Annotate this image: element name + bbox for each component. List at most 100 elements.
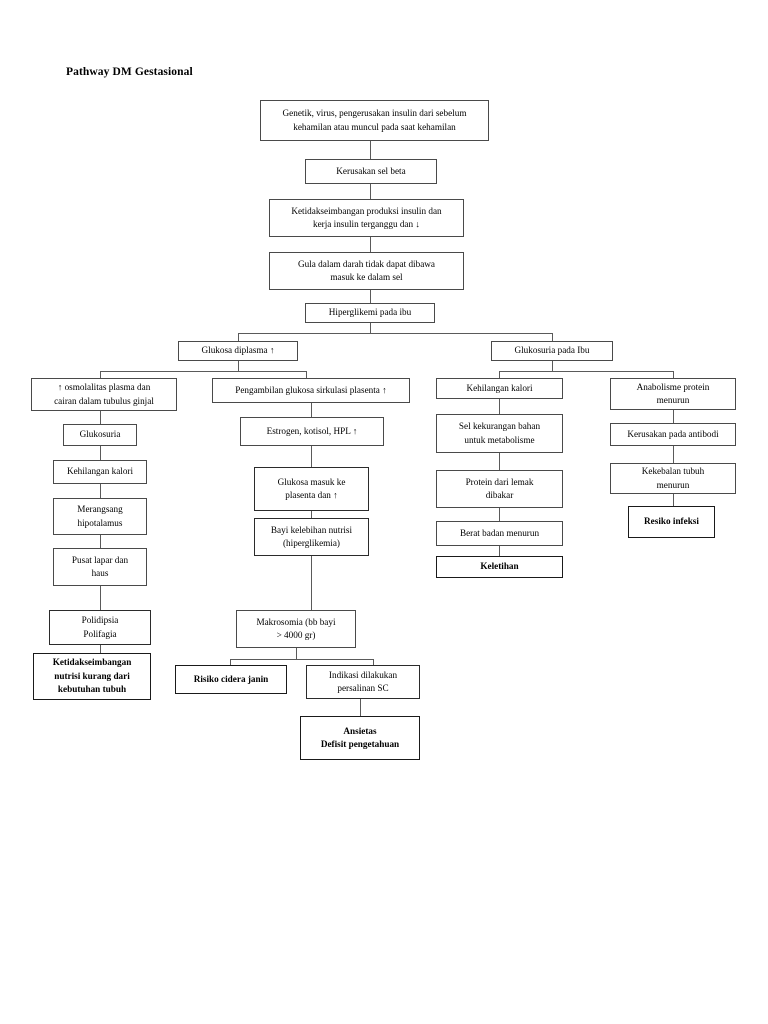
node-text-line1: Berat badan menurun — [459, 527, 540, 538]
edge-n3-n4 — [370, 237, 371, 252]
edge-n20-n24 — [100, 535, 101, 548]
node-glukosuria[interactable]: Glukosuria — [63, 424, 137, 446]
node-text-line1: Kehilangan kalori — [466, 382, 533, 393]
node-protein-dari-lemak-dibakar[interactable]: Protein dari lemak dibakar — [436, 470, 563, 508]
node-indikasi-persalinan-sc[interactable]: Indikasi dilakukan persalinan SC — [306, 665, 420, 699]
node-makrosomia[interactable]: Makrosomia (bb bayi > 4000 gr) — [236, 610, 356, 648]
node-text-line2: kerja insulin terganggu dan ↓ — [313, 219, 420, 229]
node-keletihan[interactable]: Keletihan — [436, 556, 563, 578]
edge-split-n27 — [230, 659, 373, 660]
node-text-line1: Gula dalam darah tidak dapat dibawa — [298, 258, 435, 269]
edge-split-n6 — [100, 371, 306, 372]
node-anabolisme-protein-menurun[interactable]: Anabolisme protein menurun — [610, 378, 736, 410]
node-text-line2: persalinan SC — [337, 683, 389, 693]
edge-n11-n15 — [673, 410, 674, 423]
node-text-line1: Kerusakan sel beta — [336, 165, 406, 176]
node-kehilangan-kalori-kiri[interactable]: Kehilangan kalori — [53, 460, 147, 484]
node-glukosa-diplasma[interactable]: Glukosa diplasma ↑ — [178, 341, 298, 361]
node-pengambilan-glukosa-plasenta[interactable]: Pengambilan glukosa sirkulasi plasenta ↑ — [212, 378, 410, 403]
node-text-line1: Pengambilan glukosa sirkulasi plasenta ↑ — [235, 384, 387, 395]
node-text-line3: kebutuhan tubuh — [57, 684, 127, 695]
edge-n4-n5 — [370, 290, 371, 303]
node-text-line1: Ketidakseimbangan — [52, 657, 132, 668]
node-sel-kekurangan-bahan[interactable]: Sel kekurangan bahan untuk metabolisme — [436, 414, 563, 453]
edge-split-n7 — [499, 371, 673, 372]
node-text-line2: menurun — [656, 395, 690, 405]
edge-n19-n23 — [673, 494, 674, 506]
edge-split-level5 — [238, 333, 553, 334]
node-text-line1: Polidipsia — [81, 615, 119, 626]
node-text-line1: Genetik, virus, pengerusakan insulin dar… — [282, 108, 467, 119]
node-gula-dalam-darah[interactable]: Gula dalam darah tidak dapat dibawa masu… — [269, 252, 464, 290]
node-text-line1: Kekebalan tubuh — [641, 466, 705, 477]
node-text-line1: Kerusakan pada antibodi — [627, 428, 719, 439]
node-berat-badan-menurun[interactable]: Berat badan menurun — [436, 521, 563, 546]
node-text-line1: Bayi kelebihan nutrisi — [270, 524, 353, 535]
node-text-line1: Anabolisme protein — [636, 381, 710, 392]
node-text-line1: Makrosomia (bb bayi — [256, 616, 336, 627]
node-text-line2: masuk ke dalam sel — [330, 272, 403, 282]
edge-to-n11 — [673, 371, 674, 378]
edge-n18-n22 — [499, 508, 500, 521]
edge-n24-n26 — [100, 586, 101, 610]
node-polidipsia-polifagia[interactable]: Polidipsia Polifagia — [49, 610, 151, 645]
node-text-line2: cairan dalam tubulus ginjal — [54, 395, 154, 406]
node-bayi-kelebihan-nutrisi[interactable]: Bayi kelebihan nutrisi (hiperglikemia) — [254, 518, 369, 556]
node-kekebalan-tubuh-menurun[interactable]: Kekebalan tubuh menurun — [610, 463, 736, 494]
node-risiko-cidera-janin[interactable]: Risiko cidera janin — [175, 665, 287, 694]
node-text-line1: Hiperglikemi pada ibu — [328, 307, 412, 318]
node-text-line1: Kehilangan kalori — [66, 466, 134, 477]
node-ansietas-defisit-pengetahuan[interactable]: Ansietas Defisit pengetahuan — [300, 716, 420, 760]
node-text-line2: haus — [91, 568, 109, 578]
edge-n1-n2 — [370, 141, 371, 159]
node-glukosuria-pada-ibu[interactable]: Glukosuria pada Ibu — [491, 341, 613, 361]
node-pusat-lapar-dan-haus[interactable]: Pusat lapar dan haus — [53, 548, 147, 586]
node-text-line1: Glukosuria — [79, 429, 121, 440]
node-text-line1: Resiko infeksi — [644, 516, 699, 527]
edge-to-n30 — [373, 659, 374, 665]
node-kehilangan-kalori-kanan[interactable]: Kehilangan kalori — [436, 378, 563, 399]
node-text-line1: Glukosuria pada Ibu — [514, 345, 590, 356]
edge-n22-n25 — [499, 546, 500, 556]
node-ketidakseimbangan-nutrisi[interactable]: Ketidakseimbangan nutrisi kurang dari ke… — [33, 653, 151, 700]
edge-n21-n27 — [311, 556, 312, 610]
node-text-line1: Indikasi dilakukan — [328, 669, 398, 680]
edge-to-n7 — [552, 333, 553, 341]
edge-n9-n13 — [311, 403, 312, 417]
node-kerusakan-sel-beta[interactable]: Kerusakan sel beta — [305, 159, 437, 184]
node-text-line1: Risiko cidera janin — [193, 673, 269, 684]
edge-n27-down — [296, 648, 297, 659]
node-estrogen-kotisol-hpl[interactable]: Estrogen, kotisol, HPL ↑ — [240, 417, 384, 446]
node-glukosa-masuk-plasenta[interactable]: Glukosa masuk ke plasenta dan ↑ — [254, 467, 369, 511]
node-merangsang-hipotalamus[interactable]: Merangsang hipotalamus — [53, 498, 147, 535]
node-text-line1: Ketidakseimbangan produksi insulin dan — [291, 205, 442, 216]
node-genetik-virus[interactable]: Genetik, virus, pengerusakan insulin dar… — [260, 100, 489, 141]
node-kerusakan-pada-antibodi[interactable]: Kerusakan pada antibodi — [610, 423, 736, 446]
node-text-line1: Protein dari lemak — [465, 476, 534, 487]
node-text-line1: Estrogen, kotisol, HPL ↑ — [266, 425, 358, 436]
edge-n17-n21 — [311, 511, 312, 518]
edge-n12-n16 — [100, 446, 101, 460]
node-ketidakseimbangan-insulin[interactable]: Ketidakseimbangan produksi insulin dan k… — [269, 199, 464, 237]
node-text-line1: ↑ osmolalitas plasma dan — [57, 382, 151, 393]
page-title: Pathway DM Gestasional — [66, 66, 193, 78]
node-text-line2: Defisit pengetahuan — [320, 739, 400, 749]
edge-n16-n20 — [100, 484, 101, 498]
edge-n5-down — [370, 323, 371, 333]
node-text-line1: Sel kekurangan bahan — [458, 421, 541, 432]
edge-n10-n14 — [499, 399, 500, 414]
node-hiperglikemi-pada-ibu[interactable]: Hiperglikemi pada ibu — [305, 303, 435, 323]
node-text-line1: Ansietas — [343, 725, 377, 736]
node-text-line1: Glukosa diplasma ↑ — [201, 345, 275, 356]
node-text-line1: Pusat lapar dan — [71, 554, 129, 565]
edge-n8-n12 — [100, 411, 101, 424]
edge-n2-n3 — [370, 184, 371, 199]
node-text-line2: (hiperglikemia) — [283, 538, 340, 548]
node-osmolalitas-plasma[interactable]: ↑ osmolalitas plasma dan cairan dalam tu… — [31, 378, 177, 411]
node-resiko-infeksi[interactable]: Resiko infeksi — [628, 506, 715, 538]
edge-n30-n31 — [360, 699, 361, 716]
edge-to-n6 — [238, 333, 239, 341]
node-text-line2: nutrisi kurang dari — [54, 670, 130, 681]
node-text-line2: dibakar — [485, 490, 514, 500]
edge-to-n9 — [306, 371, 307, 378]
